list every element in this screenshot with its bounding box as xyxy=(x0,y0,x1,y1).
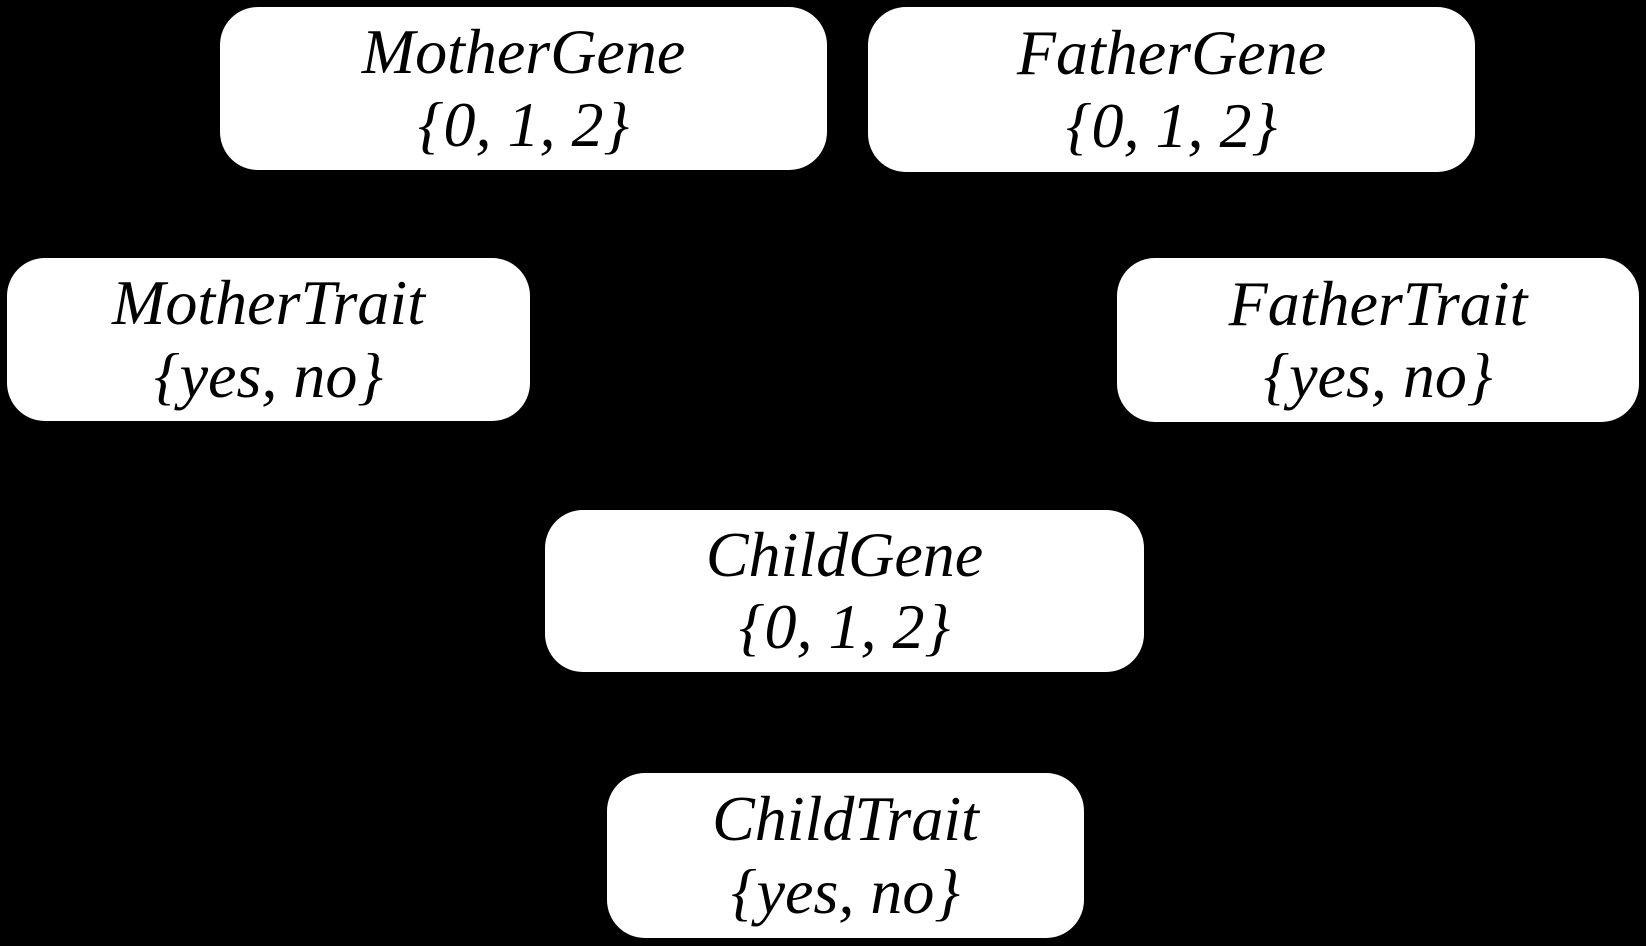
node-label: MotherTrait xyxy=(112,267,425,339)
node-child-gene: ChildGene {0, 1, 2} xyxy=(545,510,1144,672)
node-mother-trait: MotherTrait {yes, no} xyxy=(7,258,530,421)
node-domain-values: {yes, no} xyxy=(1263,340,1493,411)
node-domain-values: {0, 1, 2} xyxy=(417,88,630,160)
node-domain-values: {0, 1, 2} xyxy=(1065,89,1278,161)
node-mother-gene: MotherGene {0, 1, 2} xyxy=(220,7,827,170)
node-domain-values: {0, 1, 2} xyxy=(738,591,951,662)
node-label: FatherGene xyxy=(1016,17,1327,89)
node-father-trait: FatherTrait {yes, no} xyxy=(1117,258,1639,422)
node-domain-values: {yes, no} xyxy=(154,339,383,411)
node-label: ChildGene xyxy=(705,518,984,590)
node-domain-values: {yes, no} xyxy=(731,855,960,927)
node-label: FatherTrait xyxy=(1228,267,1528,339)
node-child-trait: ChildTrait {yes, no} xyxy=(607,773,1084,938)
node-label: MotherGene xyxy=(361,16,686,88)
node-label: ChildTrait xyxy=(712,783,979,855)
node-father-gene: FatherGene {0, 1, 2} xyxy=(868,7,1475,172)
